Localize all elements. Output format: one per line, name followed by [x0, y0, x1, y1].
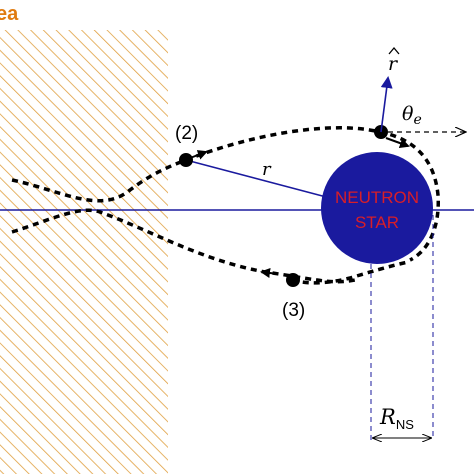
- position-3-dot: [286, 273, 300, 287]
- corner-label: ea: [0, 3, 19, 25]
- neutron-star: [321, 152, 433, 264]
- arrow-head-3: [260, 268, 279, 278]
- star-label-line1: NEUTRON: [335, 188, 419, 207]
- rns-base: R: [379, 405, 396, 429]
- r-hat-caret: [388, 46, 400, 55]
- theta-sub: e: [413, 112, 421, 128]
- theta-base: θ: [402, 103, 414, 125]
- radius-line: [185, 159, 331, 199]
- label-r-hat: r: [388, 53, 399, 75]
- rns-sub: NS: [396, 417, 414, 432]
- label-position-3: (3): [282, 300, 305, 321]
- arrow-head-2: [189, 150, 208, 160]
- label-rns: RNS: [379, 405, 414, 432]
- hatched-region-upper: [0, 30, 168, 210]
- trajectory-2: [11, 126, 440, 262]
- arrow-head-emission: [385, 137, 410, 148]
- trajectory-3: [11, 208, 356, 284]
- label-position-2: (2): [175, 123, 198, 144]
- star-label-line2: STAR: [355, 213, 399, 232]
- hatched-region-lower: [0, 210, 168, 474]
- trajectory-3-tail: [291, 260, 409, 285]
- label-radius: r: [262, 159, 272, 180]
- radial-unit-arrow: [380, 76, 393, 133]
- position-2-dot: [179, 153, 193, 167]
- label-theta-e: θe: [402, 103, 422, 128]
